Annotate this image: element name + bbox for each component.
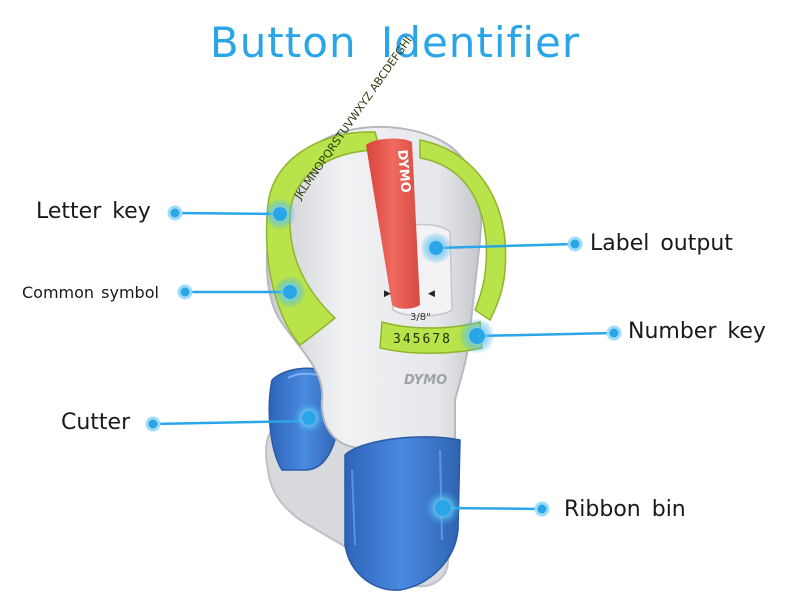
callout-ribbon-bin: Ribbon bin	[564, 497, 686, 522]
ribbon-bin-marker	[534, 501, 550, 517]
tape-text: DYMO	[394, 149, 413, 193]
label-tape	[366, 138, 420, 309]
common-symbol-marker	[177, 284, 193, 300]
number-key-marker	[606, 325, 622, 341]
callout-common-symbol: Common symbol	[22, 283, 159, 302]
label-output-marker	[567, 236, 583, 252]
callout-letter-key: Letter key	[36, 199, 151, 224]
cutter-marker	[145, 416, 161, 432]
svg-text:▶: ▶	[384, 288, 391, 298]
page-title: Button Identifier	[209, 18, 581, 67]
number-row-text: 345678	[393, 332, 452, 347]
svg-text:◀: ◀	[428, 288, 435, 298]
brand-logo: DYMO	[404, 373, 447, 388]
letter-key-marker	[167, 205, 183, 221]
callout-cutter: Cutter	[61, 410, 131, 435]
size-mark: 3/8"	[410, 312, 431, 323]
callout-label-output: Label output	[590, 231, 733, 256]
callout-number-key: Number key	[628, 319, 766, 344]
wheel-right-arc	[419, 139, 507, 322]
ribbon-bin	[344, 436, 461, 591]
